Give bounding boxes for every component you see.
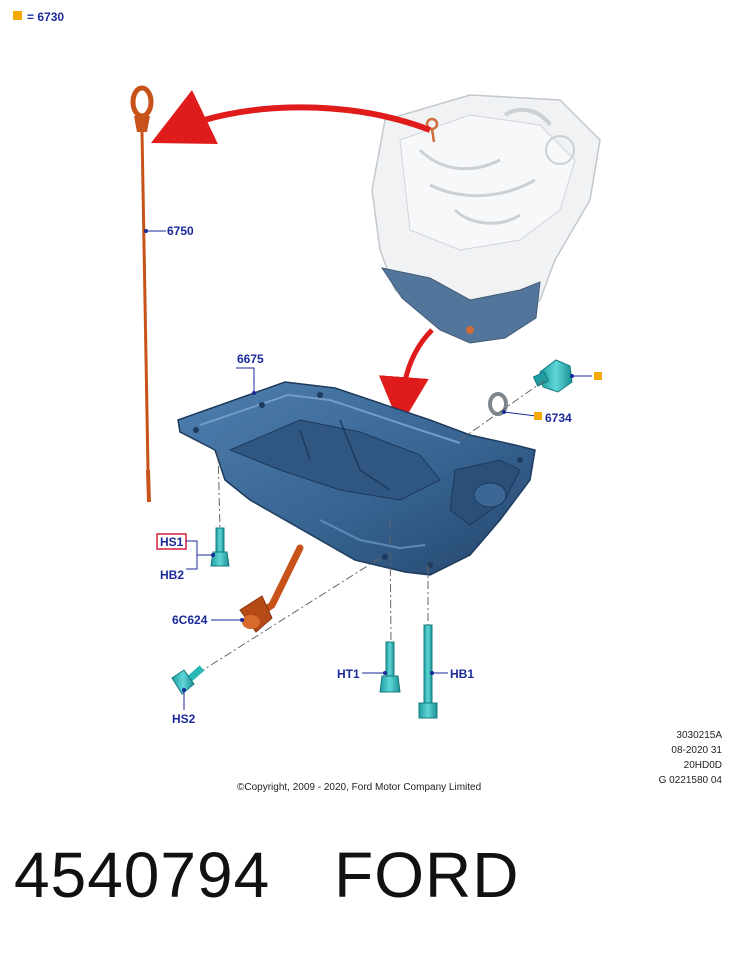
washer-marker-icon: [534, 412, 542, 420]
oil-pump-pickup: [239, 544, 304, 633]
legend-marker-icon: [13, 11, 22, 20]
drain-plug-washer: [488, 392, 508, 416]
leader-hs1-hb2: [186, 540, 198, 570]
callout-6750: 6750: [167, 224, 194, 238]
dipstick: [130, 85, 154, 503]
bolt-hb1: [418, 624, 438, 719]
reference-line-4: G 0221580 04: [658, 775, 722, 786]
callout-hs1: HS1: [160, 535, 184, 549]
engine-ghost: [371, 94, 601, 344]
copyright-notice: ©Copyright, 2009 - 2020, Ford Motor Comp…: [237, 782, 482, 793]
reference-line-1: 3030215A: [676, 730, 722, 741]
callout-6675: 6675: [237, 352, 264, 366]
arrow-oil-pan: [378, 328, 434, 427]
leader-6675: [236, 367, 255, 393]
legend-text: = 6730: [27, 10, 64, 24]
part-number: 4540794: [14, 839, 271, 911]
arrow-dipstick: [150, 89, 432, 145]
drain-plug-marker-icon: [594, 372, 602, 380]
reference-line-2: 08-2020 31: [671, 745, 722, 756]
callout-hb2: HB2: [160, 568, 184, 582]
callout-ht1: HT1: [337, 667, 360, 681]
bolt-hs1: [210, 527, 230, 567]
callout-hb1: HB1: [450, 667, 474, 681]
legend: = 6730: [13, 10, 64, 24]
diagram-reference-block: 3030215A 08-2020 31 20HD0D G 0221580 04: [659, 728, 722, 788]
brand-name: FORD: [334, 839, 520, 911]
alignment-lines: [199, 379, 546, 673]
bolt-hs2: [171, 665, 205, 695]
part-caption: 4540794 FORD: [14, 838, 519, 912]
bolt-ht1: [379, 641, 401, 693]
reference-line-3: 20HD0D: [683, 760, 722, 771]
callout-6734: 6734: [545, 411, 572, 425]
oil-pan: [177, 381, 536, 576]
drain-plug: [532, 359, 573, 393]
callout-6c624: 6C624: [172, 613, 208, 627]
callout-hs2: HS2: [172, 712, 196, 726]
